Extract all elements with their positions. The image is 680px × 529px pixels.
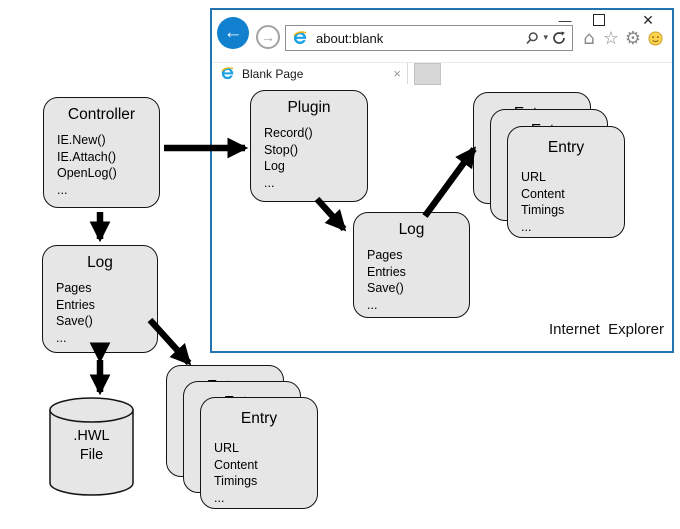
tab-blank-page[interactable]: Blank Page ×	[214, 63, 408, 84]
node-item: ...	[521, 219, 532, 234]
node-title: Entry	[240, 410, 278, 427]
ie-page-icon	[292, 30, 308, 46]
node-plugin: Plugin Record() Stop() Log ...	[250, 90, 368, 202]
node-item: ...	[214, 490, 225, 505]
hwl-file-label: .HWL File	[50, 427, 133, 465]
node-item: ...	[367, 297, 378, 312]
entry-stack-main-front: Entry URL Content Timings ...	[200, 397, 318, 509]
hwl-file-line1: .HWL	[73, 428, 110, 444]
toolbar-icons: ⌂ ☆ ⚙	[578, 27, 666, 49]
search-dropdown-caret-icon[interactable]: ▾	[543, 33, 548, 43]
node-item: Timings	[521, 203, 565, 217]
node-item: Content	[521, 186, 565, 201]
ie-tab-icon	[220, 66, 235, 81]
maximize-icon	[593, 14, 605, 26]
node-item: OpenLog()	[57, 166, 117, 180]
forward-button[interactable]: →	[256, 25, 280, 49]
navigation-bar: ← → about:blank	[212, 17, 672, 62]
node-item: Save()	[367, 281, 404, 295]
new-tab-button[interactable]	[414, 62, 441, 85]
tab-bar: Blank Page ×	[212, 62, 672, 85]
node-item: ...	[57, 182, 68, 197]
node-log-controller: Log Pages Entries Save() ...	[42, 245, 158, 353]
entry-stack-ie-front: Entry URL Content Timings ...	[507, 126, 625, 238]
node-item: Pages	[367, 248, 403, 262]
minimize-button[interactable]: —	[558, 12, 572, 28]
node-item: ...	[264, 175, 275, 190]
node-title: Log	[87, 254, 113, 271]
node-item: IE.New()	[57, 133, 106, 147]
home-icon[interactable]: ⌂	[583, 27, 595, 49]
tab-title: Blank Page	[242, 66, 304, 81]
search-icon[interactable]	[525, 31, 539, 45]
node-item: Pages	[56, 281, 92, 295]
node-log-plugin: Log Pages Entries Save() ...	[353, 212, 470, 318]
node-item: URL	[214, 441, 240, 455]
smiley-feedback-icon[interactable]	[644, 27, 666, 49]
address-bar[interactable]: about:blank ▾	[285, 25, 573, 51]
node-item: ...	[56, 330, 67, 345]
close-button[interactable]: ×	[642, 10, 654, 30]
back-button[interactable]: ←	[217, 17, 249, 49]
node-item: Content	[214, 457, 258, 472]
node-item: Record()	[264, 126, 313, 140]
settings-gear-icon[interactable]: ⚙	[624, 27, 642, 49]
node-title: Controller	[67, 106, 136, 123]
node-item: URL	[521, 170, 547, 184]
favorites-star-icon[interactable]: ☆	[602, 27, 620, 49]
internet-explorer-label: Internet Explorer	[548, 321, 664, 338]
refresh-icon[interactable]	[552, 31, 566, 45]
forward-arrow-icon: →	[261, 29, 275, 45]
back-arrow-icon: ←	[223, 22, 243, 43]
node-title: Log	[398, 221, 425, 238]
tab-close-icon[interactable]: ×	[393, 66, 401, 81]
node-item: Log	[264, 159, 285, 173]
node-item: Timings	[214, 474, 258, 488]
node-item: Entries	[56, 297, 95, 312]
hwl-file-line2: File	[79, 447, 104, 463]
node-controller: Controller IE.New() IE.Attach() OpenLog(…	[43, 97, 160, 208]
node-title: Plugin	[287, 99, 331, 116]
maximize-button[interactable]	[588, 10, 610, 30]
node-item: Stop()	[264, 142, 299, 157]
node-title: Entry	[547, 139, 585, 156]
node-item: Entries	[367, 264, 406, 279]
node-item: Save()	[56, 314, 93, 328]
address-text: about:blank	[316, 30, 384, 46]
node-item: IE.Attach()	[57, 149, 117, 164]
